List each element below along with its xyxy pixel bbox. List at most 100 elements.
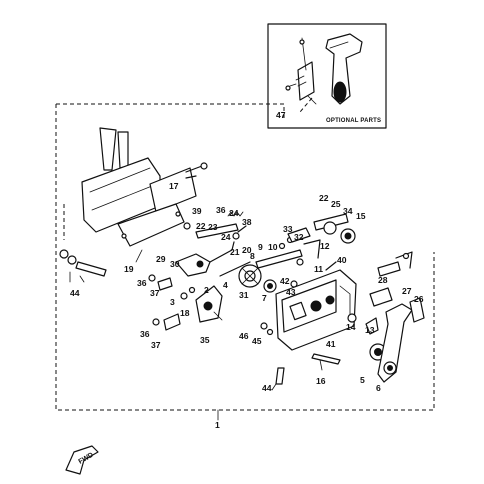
pin-11 xyxy=(296,258,304,266)
callout-21: 21 xyxy=(230,247,240,257)
nut-44-b xyxy=(67,255,77,265)
case-socket-b xyxy=(325,295,335,305)
housing-upper-arm xyxy=(99,127,117,171)
grip-27 xyxy=(369,287,393,307)
callout-labels: 4 31 7 8 9 10 33 3 2 12 11 40 42 43 22 25… xyxy=(137,193,424,393)
callout-3: 3 xyxy=(170,297,175,307)
washer-5-hole xyxy=(374,348,382,356)
callout-46: 46 xyxy=(239,331,249,341)
callout-10: 10 xyxy=(268,242,278,252)
callout-36b: 36 xyxy=(137,278,147,288)
optional-parts-caption: OPTIONAL PARTS xyxy=(326,118,381,124)
callout-43: 43 xyxy=(286,287,296,297)
shift-plate-hub xyxy=(203,301,213,311)
callout-30: 30 xyxy=(170,259,180,269)
inset-pin-head xyxy=(285,85,291,91)
nut-45 xyxy=(266,328,274,336)
housing-ribs xyxy=(89,167,153,211)
linkage-group xyxy=(148,211,356,331)
neutral-switch-13 xyxy=(365,317,379,335)
case-socket-a xyxy=(310,300,322,312)
wire-28-end xyxy=(402,252,410,260)
assembly-frame xyxy=(55,103,435,411)
callout-12: 12 xyxy=(320,241,330,251)
callout-24b: 24 xyxy=(221,232,231,242)
lever-handle-group xyxy=(347,251,425,383)
control-case-group xyxy=(275,269,357,351)
callout-36a: 36 xyxy=(216,205,226,215)
inset-border xyxy=(267,23,387,129)
bolt-16 xyxy=(311,353,341,365)
lever-6-hub-hole xyxy=(387,365,393,371)
screw-44 xyxy=(275,367,285,385)
collar-38 xyxy=(232,232,240,240)
inset-bracket-detail xyxy=(295,75,307,87)
bracket-pivot xyxy=(200,162,208,170)
callout-42: 42 xyxy=(280,276,290,286)
callout-2: 2 xyxy=(204,285,209,295)
callout-8: 8 xyxy=(250,251,255,261)
callout-6: 6 xyxy=(376,383,381,393)
wire-28 xyxy=(395,251,413,269)
arm-4 xyxy=(219,261,251,277)
shift-plate-spring xyxy=(213,311,223,321)
nut-44-a xyxy=(59,249,69,259)
callout-1: 1 xyxy=(215,420,220,430)
case-side-edge xyxy=(339,285,351,321)
callout-27: 27 xyxy=(402,286,412,296)
button-26 xyxy=(409,297,425,323)
callout-37b: 37 xyxy=(151,340,161,350)
callout-20: 20 xyxy=(242,245,252,255)
lever-29-pivot xyxy=(196,260,204,268)
callout-18: 18 xyxy=(180,308,190,318)
callout-39: 39 xyxy=(192,206,202,216)
callout-9: 9 xyxy=(258,242,263,252)
bracket-33 xyxy=(287,227,311,243)
clip-37-a xyxy=(157,277,173,291)
pin-38 xyxy=(237,225,247,233)
link-rod-21 xyxy=(209,241,235,263)
spring-24 xyxy=(227,211,244,217)
inset-pin xyxy=(289,83,297,87)
callout-44a: 44 xyxy=(70,288,80,298)
inset-screw-head xyxy=(299,39,305,45)
callout-13: 13 xyxy=(365,325,375,335)
callout-40: 40 xyxy=(337,255,347,265)
bracket-arm xyxy=(185,165,203,179)
callout-11: 11 xyxy=(314,264,323,274)
callout-44b: 44 xyxy=(262,383,272,393)
pin-36-b xyxy=(152,318,160,326)
washer-3 xyxy=(180,292,188,300)
callout-4: 4 xyxy=(223,280,228,290)
callout-14: 14 xyxy=(346,322,356,332)
leader-44b xyxy=(271,383,277,391)
callout-22a: 22 xyxy=(196,221,206,231)
cover-screw-a xyxy=(121,233,127,239)
lever-29 xyxy=(175,253,211,277)
callout-34: 34 xyxy=(343,206,353,216)
callout-38: 38 xyxy=(242,217,252,227)
housing-upper-arm-b xyxy=(117,131,129,169)
clip-37-b xyxy=(163,313,181,331)
washer-39 xyxy=(183,222,191,230)
callout-37a: 37 xyxy=(150,288,160,298)
callout-35: 35 xyxy=(200,335,210,345)
callout-41: 41 xyxy=(326,339,336,349)
callout-31: 31 xyxy=(239,290,249,300)
leader-19 xyxy=(135,249,143,263)
callout-33: 33 xyxy=(283,224,293,234)
callout-23: 23 xyxy=(208,222,218,232)
callout-7: 7 xyxy=(262,293,267,303)
inset-leader-47 xyxy=(299,97,313,113)
fwd-arrow-shape xyxy=(65,445,99,475)
callout-15: 15 xyxy=(356,211,366,221)
clip-9 xyxy=(278,242,286,250)
callout-24a: 24 xyxy=(229,208,239,218)
leader-16 xyxy=(319,359,323,371)
callout-29: 29 xyxy=(156,254,166,264)
callout-25: 25 xyxy=(331,199,341,209)
callout-36c: 36 xyxy=(140,329,150,339)
callout-16: 16 xyxy=(316,376,326,386)
cover-screw-b xyxy=(175,211,181,217)
